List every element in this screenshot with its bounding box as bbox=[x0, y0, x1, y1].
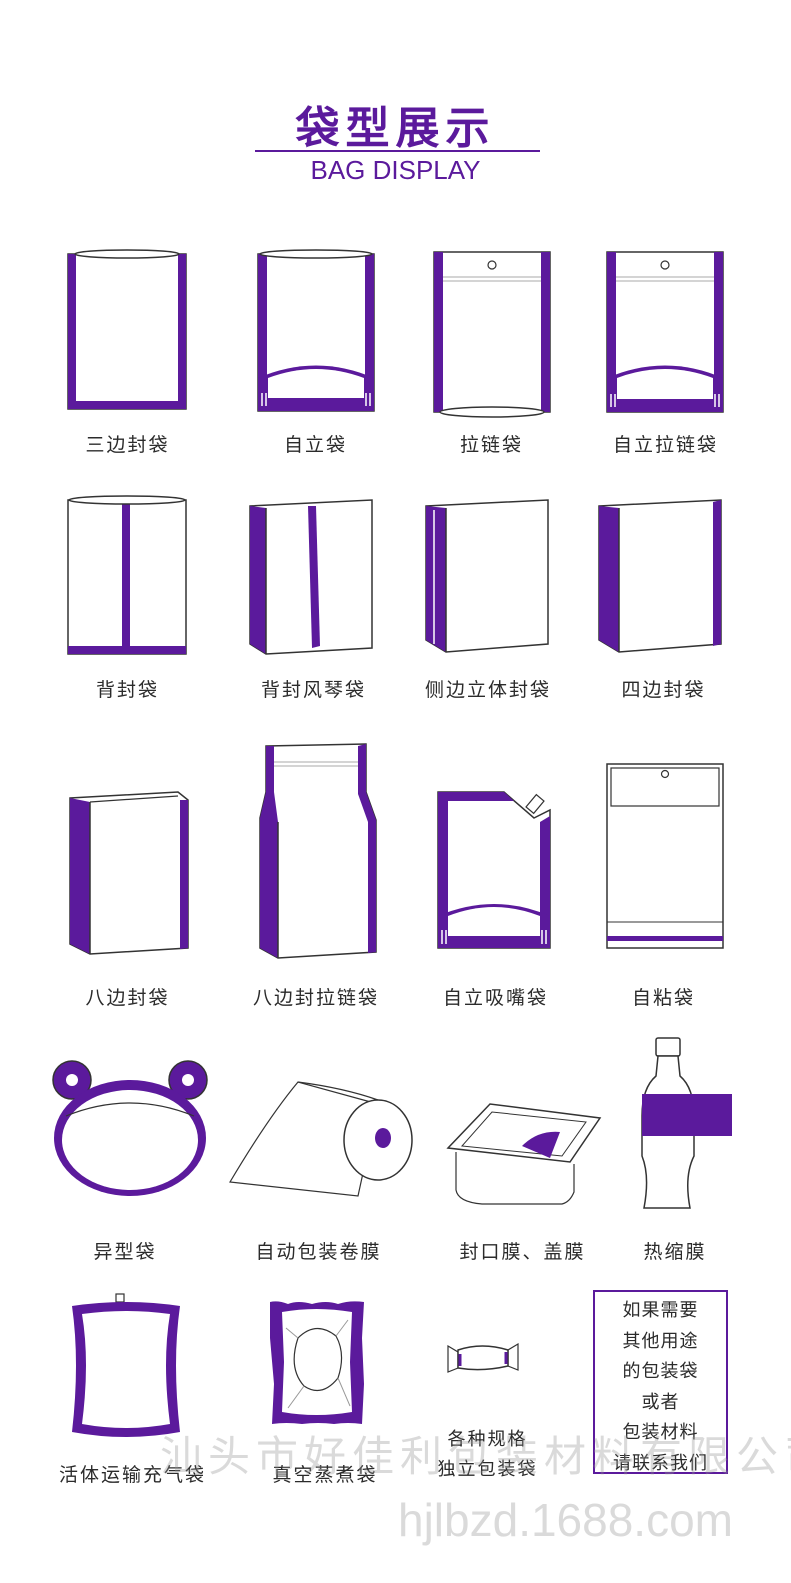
contact-line: 如果需要 bbox=[622, 1300, 699, 1321]
bag-shrink-film-icon bbox=[640, 1036, 734, 1212]
bag-label: 侧边立体封袋 bbox=[424, 679, 551, 701]
bag-stand-up-zipper-icon bbox=[605, 250, 725, 416]
bag-live-transport-icon bbox=[68, 1292, 184, 1442]
watermark-company: 汕头市好佳利包装材料有限公司 bbox=[160, 1433, 791, 1480]
watermark-site: hjlbzd.1688.com bbox=[398, 1494, 733, 1546]
bag-label: 自动包装卷膜 bbox=[255, 1241, 382, 1263]
bag-vacuum-retort-icon bbox=[268, 1298, 366, 1428]
contact-line: 的包装袋 bbox=[622, 1361, 699, 1382]
bag-label: 四边封袋 bbox=[621, 679, 706, 701]
title-divider bbox=[255, 150, 540, 152]
bag-label: 热缩膜 bbox=[643, 1241, 707, 1263]
specs-text: 各种规格 独立包装袋 bbox=[420, 1425, 555, 1485]
bag-lid-film-icon bbox=[446, 1102, 602, 1208]
bag-individual-wrap-icon bbox=[446, 1338, 520, 1378]
bag-zipper-icon bbox=[432, 250, 552, 418]
bag-eight-side-seal-icon bbox=[66, 788, 190, 960]
bag-spout-pouch-icon bbox=[436, 788, 556, 952]
bag-label: 八边封袋 bbox=[85, 987, 170, 1009]
contact-line: 包装材料 bbox=[622, 1422, 699, 1443]
bag-three-side-seal-icon bbox=[66, 248, 188, 413]
contact-line: 其他用途 bbox=[622, 1330, 699, 1352]
bag-self-adhesive-icon bbox=[605, 762, 725, 952]
bag-four-side-seal-icon bbox=[595, 496, 725, 656]
contact-line: 请联系我们 bbox=[613, 1452, 708, 1474]
bag-label: 自立吸嘴袋 bbox=[442, 987, 548, 1009]
bag-label: 真空蒸煮袋 bbox=[272, 1464, 378, 1486]
bag-label: 八边封拉链袋 bbox=[252, 987, 379, 1009]
page-title: 袋型展示 bbox=[295, 103, 496, 154]
page-subtitle: BAG DISPLAY bbox=[310, 155, 481, 185]
bag-label: 拉链袋 bbox=[459, 434, 523, 456]
bag-stand-up-icon bbox=[256, 248, 376, 415]
bag-back-seal-icon bbox=[66, 494, 188, 656]
bag-label: 自立拉链袋 bbox=[612, 434, 718, 456]
bag-back-seal-gusset-icon bbox=[246, 496, 376, 658]
bag-side-gusset-icon bbox=[422, 496, 552, 656]
specs-line: 独立包装袋 bbox=[437, 1459, 538, 1480]
bag-eight-side-zipper-icon bbox=[256, 742, 380, 962]
bag-roll-film-icon bbox=[228, 1078, 420, 1200]
bag-label: 自粘袋 bbox=[631, 987, 695, 1009]
bag-label: 背封袋 bbox=[95, 679, 159, 701]
bag-label: 自立袋 bbox=[283, 434, 347, 456]
bag-label: 活体运输充气袋 bbox=[58, 1464, 206, 1486]
bag-label: 封口膜、盖膜 bbox=[459, 1241, 586, 1263]
specs-line: 各种规格 bbox=[447, 1429, 528, 1450]
contact-line: 或者 bbox=[641, 1391, 680, 1413]
bag-shaped-icon bbox=[50, 1060, 210, 1200]
bag-label: 背封风琴袋 bbox=[260, 679, 366, 701]
contact-box: 如果需要 其他用途 的包装袋 或者 包装材料 请联系我们 bbox=[593, 1290, 728, 1474]
bag-label: 三边封袋 bbox=[85, 434, 170, 456]
bag-label: 异型袋 bbox=[93, 1241, 157, 1263]
